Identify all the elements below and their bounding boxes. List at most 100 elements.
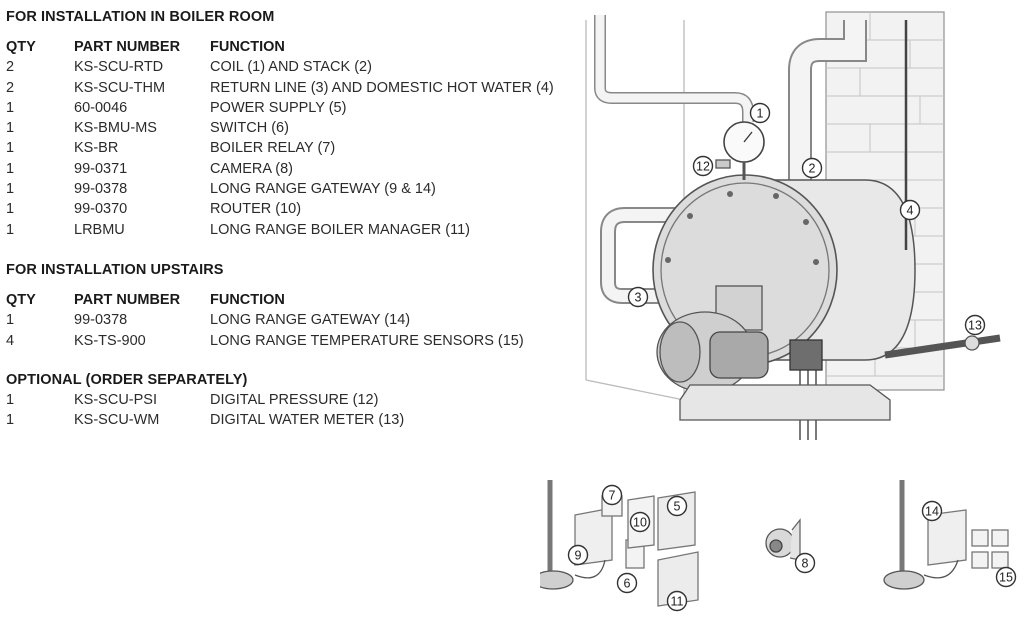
- callout-14: 14: [921, 500, 943, 522]
- callout-3: 3: [627, 286, 649, 308]
- callout-10: 10: [629, 511, 651, 533]
- callout-4: 4: [899, 199, 921, 221]
- function-cell: DIGITAL WATER METER (13): [210, 412, 405, 429]
- table-header: QTY PART NUMBER FUNCTION: [6, 290, 524, 310]
- callout-6: 6: [616, 572, 638, 594]
- svg-text:7: 7: [609, 489, 616, 503]
- function-cell: DIGITAL PRESSURE (12): [210, 392, 379, 408]
- table-row: 1 KS-SCU-PSI DIGITAL PRESSURE (12): [6, 390, 404, 410]
- callout-8: 8: [794, 552, 816, 574]
- callout-15: 15: [995, 566, 1017, 588]
- svg-text:11: 11: [671, 595, 684, 609]
- svg-text:6: 6: [624, 577, 631, 591]
- function-cell: BOILER RELAY (7): [210, 140, 336, 157]
- svg-text:14: 14: [925, 505, 939, 519]
- part-number-cell: KS-SCU-THM: [74, 79, 166, 96]
- function-cell: LONG RANGE TEMPERATURE SENSORS (15): [210, 332, 524, 349]
- part-number-cell: 99-0378: [74, 181, 128, 198]
- table-row: 4 KS-TS-900 LONG RANGE TEMPERATURE SENSORS…: [6, 331, 524, 351]
- part-number-cell: KS-SCU-RTD: [74, 59, 164, 76]
- part-number-cell: 99-0370: [74, 201, 128, 218]
- callout-9: 9: [567, 544, 589, 566]
- part-number-cell: KS-TS-900: [74, 332, 146, 349]
- callout-11: 11: [666, 590, 688, 612]
- svg-text:1: 1: [757, 107, 764, 121]
- function-cell: LONG RANGE GATEWAY (14): [210, 312, 411, 329]
- table-row: 1 99-0378 LONG RANGE GATEWAY (14): [6, 310, 524, 330]
- section-title-boiler-room: FOR INSTALLATION IN BOILER ROOM: [6, 9, 275, 25]
- qty-cell: 1: [6, 201, 15, 218]
- function-cell: CAMERA (8): [210, 160, 293, 177]
- table-row: 1 99-0371 CAMERA (8): [6, 159, 554, 179]
- qty-cell: 2: [6, 79, 15, 96]
- header-qty: QTY: [6, 39, 36, 55]
- function-cell: ROUTER (10): [210, 201, 302, 218]
- header-function: FUNCTION: [210, 39, 285, 55]
- qty-cell: 1: [6, 120, 15, 137]
- table-row: 1 KS-BR BOILER RELAY (7): [6, 138, 554, 158]
- upstairs-section: FOR INSTALLATION UPSTAIRS QTY PART NUMBE…: [6, 260, 524, 351]
- callout-12: 12: [692, 155, 714, 177]
- table-row: 1 99-0370 ROUTER (10): [6, 199, 554, 219]
- part-number-cell: KS-BR: [74, 140, 119, 157]
- function-cell: COIL (1) AND STACK (2): [210, 59, 372, 76]
- qty-cell: 1: [6, 412, 15, 429]
- qty-cell: 4: [6, 332, 15, 349]
- callout-1: 1: [749, 102, 771, 124]
- part-number-cell: 99-0371: [74, 160, 128, 177]
- qty-cell: 1: [6, 99, 15, 116]
- part-number-cell: KS-BMU-MS: [74, 120, 157, 137]
- table-header: QTY PART NUMBER FUNCTION: [6, 37, 554, 57]
- function-cell: LONG RANGE BOILER MANAGER (11): [210, 221, 470, 238]
- part-number-cell: KS-SCU-PSI: [74, 392, 157, 408]
- part-number-cell: 60-0046: [74, 99, 128, 116]
- table-row: 1 KS-SCU-WM DIGITAL WATER METER (13): [6, 410, 404, 430]
- header-function: FUNCTION: [210, 292, 285, 308]
- qty-cell: 2: [6, 59, 15, 76]
- table-row: 2 KS-SCU-THM RETURN LINE (3) AND DOMESTIC …: [6, 78, 554, 98]
- qty-cell: 1: [6, 140, 15, 157]
- table-row: 1 60-0046 POWER SUPPLY (5): [6, 98, 554, 118]
- svg-text:9: 9: [575, 549, 582, 563]
- svg-text:4: 4: [907, 204, 914, 218]
- function-cell: LONG RANGE GATEWAY (9 & 14): [210, 181, 436, 198]
- section-title-optional: OPTIONAL (ORDER SEPARATELY): [6, 372, 248, 388]
- function-cell: RETURN LINE (3) AND DOMESTIC HOT WATER (…: [210, 79, 554, 96]
- optional-section: OPTIONAL (ORDER SEPARATELY) 1 KS-SCU-PSI D…: [6, 370, 404, 431]
- svg-text:13: 13: [968, 319, 982, 333]
- callout-7: 7: [601, 484, 623, 506]
- table-row: 1 99-0378 LONG RANGE GATEWAY (9 & 14): [6, 179, 554, 199]
- part-number-cell: LRBMU: [74, 221, 125, 238]
- qty-cell: 1: [6, 160, 15, 177]
- callout-2: 2: [801, 157, 823, 179]
- qty-cell: 1: [6, 312, 15, 329]
- header-qty: QTY: [6, 292, 36, 308]
- function-cell: POWER SUPPLY (5): [210, 99, 347, 116]
- qty-cell: 1: [6, 392, 15, 408]
- svg-text:10: 10: [633, 516, 647, 530]
- svg-text:5: 5: [674, 500, 681, 514]
- part-number-cell: 99-0378: [74, 312, 128, 329]
- svg-text:12: 12: [696, 160, 710, 174]
- part-number-cell: KS-SCU-WM: [74, 412, 160, 429]
- svg-text:2: 2: [809, 162, 816, 176]
- boiler-room-section: FOR INSTALLATION IN BOILER ROOM QTY PART…: [6, 7, 554, 240]
- table-row: 1 LRBMU LONG RANGE BOILER MANAGER (11): [6, 220, 554, 240]
- table-row: 2 KS-SCU-RTD COIL (1) AND STACK (2): [6, 57, 554, 77]
- svg-text:8: 8: [802, 557, 809, 571]
- table-row: 1 KS-BMU-MS SWITCH (6): [6, 118, 554, 138]
- qty-cell: 1: [6, 221, 15, 238]
- callout-13: 13: [964, 314, 986, 336]
- svg-text:3: 3: [635, 291, 642, 305]
- header-part-number: PART NUMBER: [74, 39, 181, 55]
- section-title-upstairs: FOR INSTALLATION UPSTAIRS: [6, 262, 224, 278]
- callout-5: 5: [666, 495, 688, 517]
- svg-text:15: 15: [999, 571, 1013, 585]
- function-cell: SWITCH (6): [210, 120, 289, 137]
- qty-cell: 1: [6, 181, 15, 198]
- upstairs-rows: 1 99-0378 LONG RANGE GATEWAY (14) 4 KS-TS-90…: [6, 310, 524, 351]
- header-part-number: PART NUMBER: [74, 292, 181, 308]
